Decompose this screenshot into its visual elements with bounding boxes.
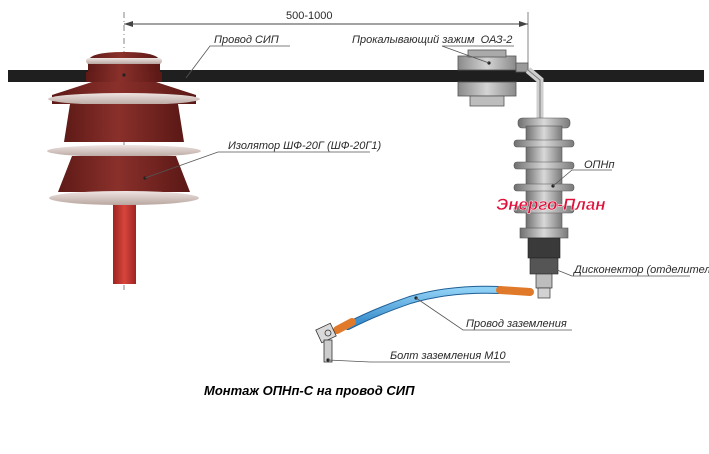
- piercing-clamp: [457, 49, 544, 118]
- insulator-pin: [113, 204, 136, 284]
- label-ground-bolt: Болт заземления М10: [390, 350, 507, 362]
- ground-wire: [333, 285, 534, 334]
- label-insulator: Изолятор ШФ-20Г (ШФ-20Г1): [228, 140, 381, 152]
- label-piercing-clamp: Прокалывающий зажим ОАЗ-2: [352, 34, 512, 46]
- insulator: [47, 52, 201, 205]
- disconnector: [535, 273, 553, 299]
- label-sip-wire: Провод СИП: [214, 34, 279, 46]
- diagram-caption: Монтаж ОПНп-С на провод СИП: [204, 383, 415, 398]
- surge-arrester: [513, 117, 575, 275]
- label-ground-wire: Провод заземления: [466, 318, 567, 330]
- dimension-label: 500-1000: [286, 10, 333, 22]
- ground-bolt: [315, 322, 337, 363]
- leader-lines: [144, 45, 690, 363]
- label-arrester: ОПНп: [584, 159, 615, 171]
- label-disconnector: Дисконектор (отделитель): [572, 264, 709, 276]
- brand-watermark: Энерго-План: [496, 195, 606, 214]
